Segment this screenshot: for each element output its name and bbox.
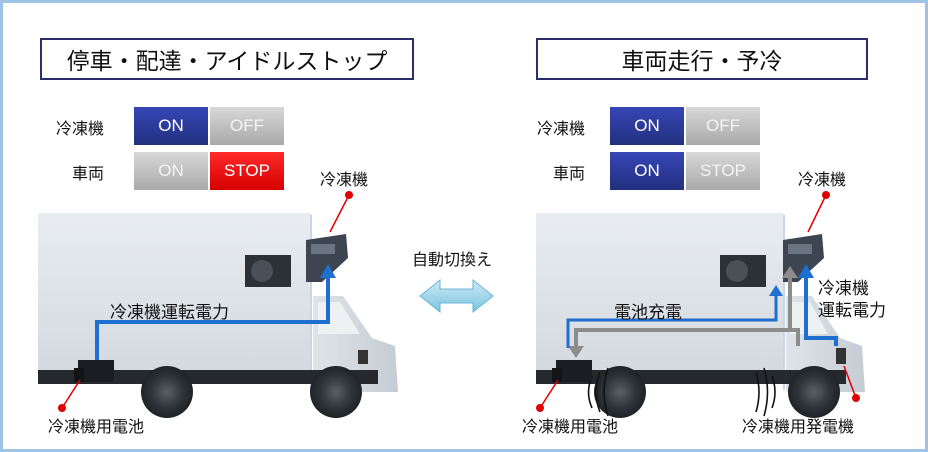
left-vehicle-row-label: 車両 [72, 164, 105, 183]
right-refrigerator-row-label: 冷凍機 [537, 119, 586, 138]
right-refrigerator-callout-dot [822, 191, 830, 199]
left-chassis [38, 370, 378, 384]
left-cargo-box [38, 213, 311, 376]
left-vehicle-on-button[interactable]: ON [134, 152, 208, 190]
right-front-wheel [788, 366, 840, 418]
right-generator-label: 冷凍機用発電機 [742, 417, 855, 436]
right-blue-feed [566, 285, 783, 348]
right-panel-title: 車両走行・予冷 [536, 38, 868, 80]
left-rear-wheel [141, 366, 193, 418]
right-rear-wheel [594, 366, 646, 418]
left-battery [78, 360, 114, 382]
right-generator-callout-dot [852, 394, 860, 402]
right-refrigerator-on-button[interactable]: ON [610, 107, 684, 145]
right-vehicle-stop-button[interactable]: STOP [686, 152, 760, 190]
right-refrigerator-label: 冷凍機 [798, 170, 847, 189]
right-vehicle-row-label: 車両 [553, 164, 586, 183]
left-refrigerator-callout-dot [345, 191, 353, 199]
right-power-label-line1: 冷凍機 [818, 279, 869, 299]
right-battery [556, 360, 592, 382]
switch-label: 自動切換え [412, 250, 493, 269]
right-refrigerator-off-button[interactable]: OFF [686, 107, 760, 145]
right-truck [536, 213, 865, 418]
left-callouts [58, 191, 353, 412]
right-gray-riser [782, 266, 798, 330]
left-panel-title: 停車・配達・アイドルストップ [40, 38, 414, 80]
right-generator [836, 348, 846, 364]
left-power-label: 冷凍機運転電力 [110, 303, 229, 323]
left-refrigerator-off-button[interactable]: OFF [210, 107, 284, 145]
front-wheel-spin-marks [755, 367, 776, 417]
left-refrigerator-on-button[interactable]: ON [134, 107, 208, 145]
switch-arrow [419, 278, 494, 314]
left-refrigerator-label: 冷凍機 [320, 170, 369, 189]
left-battery-label: 冷凍機用電池 [48, 417, 145, 436]
right-battery-label: 冷凍機用電池 [522, 417, 619, 436]
left-power-arrow [95, 264, 336, 360]
right-vehicle-on-button[interactable]: ON [610, 152, 684, 190]
right-battery-callout-dot [536, 404, 544, 412]
left-battery-callout-dot [58, 404, 66, 412]
right-charge-label: 電池充電 [614, 303, 682, 323]
right-power-arrow [798, 264, 838, 346]
right-charge-arrow [568, 328, 800, 358]
left-front-wheel [310, 366, 362, 418]
left-truck [38, 213, 398, 418]
right-callouts [536, 191, 860, 412]
left-refrigerator-row-label: 冷凍機 [56, 119, 105, 138]
right-power-label-line2: 運転電力 [818, 301, 886, 321]
left-vehicle-stop-button[interactable]: STOP [210, 152, 284, 190]
